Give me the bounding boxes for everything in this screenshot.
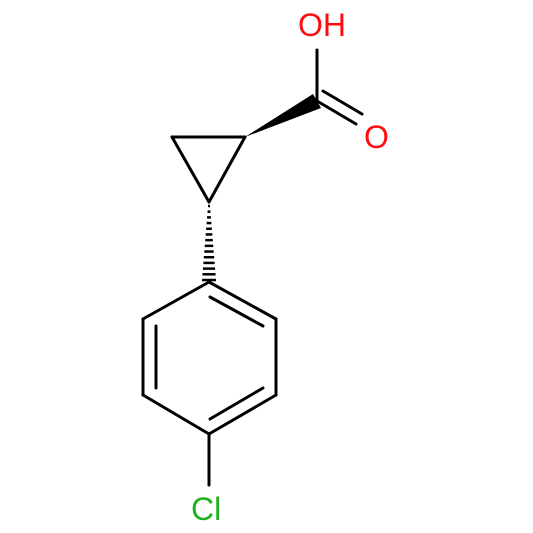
bond-carboxyl-c-o-double-a xyxy=(315,99,358,126)
bond-ring-c2-c3 xyxy=(207,135,247,204)
bond-aromatic-4 xyxy=(141,393,211,436)
bond-aromatic-inner-1 xyxy=(208,295,265,328)
bond-wedge-carboxyl xyxy=(245,94,321,137)
atom-label-chlorine: Cl xyxy=(191,491,221,527)
bond-hashed-wedge-aryl xyxy=(202,204,216,282)
bond-aromatic-1 xyxy=(207,280,278,321)
bond-ring-c3-c1 xyxy=(170,135,211,204)
bond-aromatic-inner-2 xyxy=(208,386,265,421)
bond-aromatic-3 xyxy=(207,393,278,436)
bond-carboxyl-c-o-double-b xyxy=(321,89,364,116)
bond-aromatic-6 xyxy=(141,280,211,321)
atom-label-hydroxyl: OH xyxy=(298,7,346,43)
atom-label-carbonyl-oxygen: O xyxy=(364,119,389,155)
